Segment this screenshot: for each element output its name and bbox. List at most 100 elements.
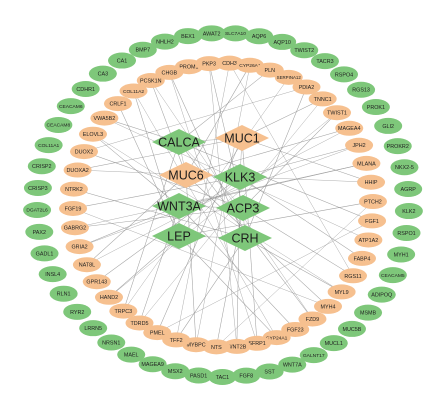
outer-node-label: CEACAM6 — [59, 104, 83, 110]
network-edge — [150, 80, 313, 320]
inner-node-tdrd5: TDRD5 — [125, 315, 154, 331]
inner-node-atp1a2: ATP1A2 — [354, 232, 383, 248]
inner-node-shape — [82, 274, 111, 290]
inner-node-label: NTS — [211, 345, 222, 351]
inner-node-shape — [339, 268, 368, 284]
outer-node-label: FGF8 — [239, 374, 253, 380]
inner-node-shape — [352, 155, 381, 171]
outer-node-label: BMP7 — [135, 48, 150, 54]
outer-node-shape — [27, 158, 56, 175]
outer-node-muc5b: MUC5B — [337, 320, 366, 337]
inner-node-shape — [136, 73, 165, 89]
hub-label: CRH — [231, 231, 258, 245]
inner-node-pmel: PMEL — [143, 325, 172, 341]
outer-node-label: TWIST2 — [294, 48, 314, 54]
inner-node-myh4: MYH4 — [314, 298, 343, 314]
inner-node-ntrk2: NTRK2 — [59, 181, 88, 197]
outer-node-label: AGRP — [401, 187, 417, 193]
outer-node-label: MSMB — [360, 311, 377, 317]
hub-label: ACP3 — [227, 201, 260, 215]
hub-diamond — [152, 193, 206, 219]
outer-node-shape — [255, 363, 284, 380]
inner-node-gria2: GRIA2 — [65, 239, 94, 255]
outer-node-klk2: KLK2 — [394, 203, 423, 220]
inner-node-twist1: TWIST1 — [323, 105, 352, 121]
outer-node-label: WNT7A — [283, 363, 302, 369]
outer-node-msmb: MSMB — [354, 304, 383, 321]
inner-node-shape — [357, 174, 386, 190]
outer-node-shape — [117, 346, 146, 363]
network-edge — [73, 188, 246, 239]
outer-node-shape — [184, 367, 213, 384]
outer-node-bmp7: BMP7 — [128, 41, 157, 58]
hub-diamond — [218, 225, 272, 251]
inner-node-shape — [125, 315, 154, 331]
outer-node-label: PROK1 — [367, 105, 385, 111]
outer-node-shape — [34, 137, 63, 154]
inner-node-label: VWA5B2 — [94, 116, 116, 122]
inner-node-label: GABRG2 — [64, 226, 86, 232]
outer-node-label: AWAT2 — [203, 31, 221, 37]
hub-label: MUC6 — [168, 168, 203, 182]
outer-node-shape — [337, 320, 366, 337]
outer-node-wnt7a: WNT7A — [278, 356, 307, 373]
inner-node-shape — [323, 105, 352, 121]
inner-node-shape — [195, 56, 224, 72]
inner-node-shape — [222, 338, 251, 354]
outer-node-prokr2: PROKR2 — [383, 138, 412, 155]
outer-node-msx2: MSX2 — [161, 363, 190, 380]
outer-node-label: LRRN5 — [84, 326, 102, 332]
outer-node-ryr2: RYR2 — [63, 303, 92, 320]
outer-node-shape — [56, 98, 85, 115]
outer-node-label: RLN1 — [57, 292, 71, 298]
outer-node-label: CRISP3 — [28, 186, 47, 192]
network-edge — [92, 133, 342, 293]
network-edge — [178, 69, 270, 143]
inner-node-shape — [78, 126, 107, 142]
inner-node-shape — [65, 239, 94, 255]
network-edge — [244, 237, 342, 293]
inner-node-shape — [308, 91, 337, 107]
outer-node-shape — [330, 66, 359, 83]
outer-node-shape — [390, 159, 419, 176]
outer-node-shape — [38, 266, 67, 283]
outer-node-shape — [88, 65, 117, 82]
inner-node-shape — [354, 232, 383, 248]
hub-diamond — [216, 195, 270, 221]
inner-node-vwa5b2: VWA5B2 — [90, 110, 119, 126]
hub-node-klk3: KLK3 — [213, 164, 267, 190]
network-edge — [178, 201, 374, 237]
outer-node-label: GADL1 — [36, 251, 54, 257]
inner-node-shape — [70, 144, 99, 160]
inner-node-gpr143: GPR143 — [82, 274, 111, 290]
inner-node-label: MYH4 — [321, 304, 336, 310]
inner-node-shape — [59, 200, 88, 216]
outer-node-label: GLI2 — [382, 124, 394, 130]
inner-node-label: FGF1 — [365, 219, 379, 225]
outer-node-mael: MAEL — [117, 346, 146, 363]
outer-node-label: CA3 — [98, 72, 109, 78]
network-edge — [157, 220, 373, 333]
inner-node-label: PDIA2 — [299, 85, 315, 91]
outer-node-label: DGAT2L6 — [26, 208, 48, 214]
inner-node-shape — [94, 289, 123, 305]
hub-node-crh: CRH — [218, 225, 272, 251]
outer-node-cdhr1: CDHR1 — [71, 80, 100, 97]
outer-node-rspo1: RSPO1 — [392, 224, 421, 241]
outer-node-shape — [108, 52, 137, 69]
hub-label: CALCA — [158, 135, 200, 149]
inner-node-label: MYBPC — [186, 343, 205, 349]
inner-node-shape — [63, 162, 92, 178]
inner-node-hhip: HHIP — [357, 174, 386, 190]
outer-node-label: PASD1 — [190, 373, 207, 379]
inner-node-shape — [143, 325, 172, 341]
outer-node-label: COL11A1 — [38, 143, 59, 149]
inner-node-label: CYP24A1 — [266, 335, 288, 341]
outer-node-label: NRSN1 — [102, 340, 120, 346]
inner-node-shape — [345, 137, 374, 153]
network-edge — [229, 63, 354, 276]
inner-node-rgs11: RGS11 — [339, 268, 368, 284]
outer-node-label: INSL4 — [45, 272, 60, 278]
inner-node-shape — [314, 298, 343, 314]
outer-node-nkx2-5: NKX2-5 — [390, 159, 419, 176]
